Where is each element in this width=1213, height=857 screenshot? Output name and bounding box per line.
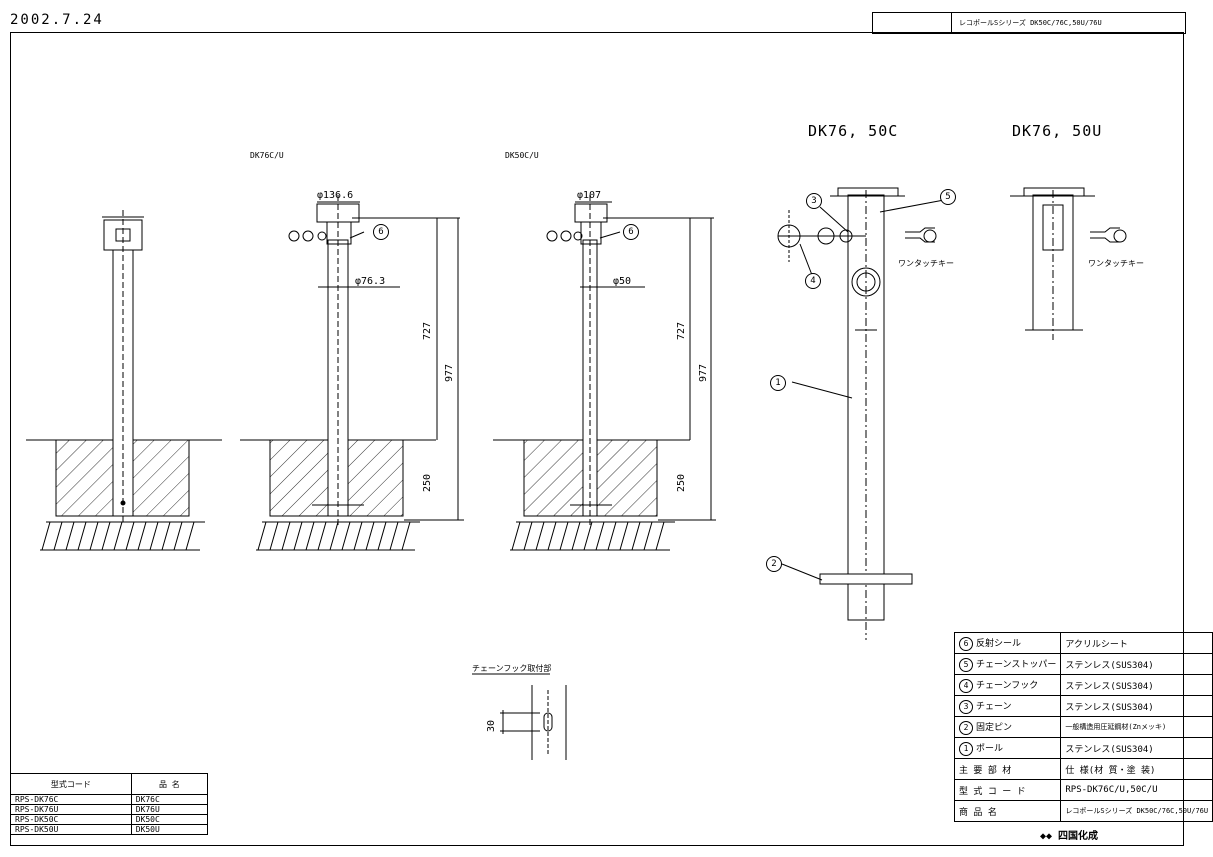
- callout-2: 2: [766, 556, 782, 572]
- spec-part: チェーン: [976, 701, 1012, 712]
- view-label-dk76: DK76C/U: [250, 151, 284, 160]
- title-block: レコポールSシリーズ DK50C/76C,50U/76U: [872, 12, 1186, 34]
- pole-view-dk76: [240, 195, 464, 551]
- name-header: 品 名: [130, 773, 209, 795]
- pole-detail-c: [777, 187, 937, 640]
- callout-4: 4: [805, 273, 821, 289]
- main-material-header: 主 要 部 材: [953, 758, 1062, 780]
- callout-5: 5: [940, 189, 956, 205]
- spec-num: 1: [959, 741, 973, 756]
- code-cell: RPS-DK50C: [10, 814, 132, 825]
- note-onetouch-key-u: ワンタッチキー: [1088, 259, 1144, 268]
- model-code-value: RPS-DK76C/U,50C/U: [1060, 779, 1213, 801]
- product-value: レコポールSシリーズ DK50C/76C,50U/76U: [1060, 800, 1213, 822]
- note-chain-hook: チェーンフック取付部: [472, 664, 552, 673]
- spec-material: ステンレス(SUS304): [1060, 695, 1213, 717]
- spec-material: 一般構造用圧延鋼材(Znメッキ): [1060, 716, 1213, 738]
- dim-h977a: 977: [444, 363, 455, 382]
- spec-part: 反射シール: [976, 638, 1022, 649]
- product-row: 商 品 名レコポールSシリーズ DK50C/76C,50U/76U: [953, 800, 1213, 822]
- callout-6b: 6: [623, 224, 639, 240]
- drawing-title: レコポールSシリーズ DK50C/76C,50U/76U: [959, 19, 1102, 27]
- view-label-u: DK76, 50U: [1012, 122, 1103, 140]
- product-label: 商 品 名: [953, 800, 1062, 822]
- spec-material: ステンレス(SUS304): [1060, 674, 1213, 696]
- dim-h727a: 727: [422, 321, 433, 340]
- spec-material: アクリルシート: [1060, 632, 1213, 654]
- spec-num: 4: [959, 678, 973, 693]
- spec-header: 仕 様(材 質・塗 装): [1060, 758, 1213, 780]
- dim-h727b: 727: [676, 321, 687, 340]
- callout-3: 3: [806, 193, 822, 209]
- view-label-c: DK76, 50C: [808, 122, 899, 140]
- spec-num: 2: [959, 720, 973, 735]
- name-cell: DK50U: [130, 824, 209, 835]
- name-cell: DK50C: [130, 814, 209, 825]
- drawing-date: 2002.7.24: [10, 12, 104, 28]
- dim-d107: φ107: [577, 190, 602, 201]
- callout-6a: 6: [373, 224, 389, 240]
- spec-num: 3: [959, 699, 973, 714]
- drawing-frame: [10, 32, 1184, 846]
- chain-hook-detail: [472, 673, 567, 760]
- spec-material: ステンレス(SUS304): [1060, 737, 1213, 759]
- spec-part: ポール: [976, 743, 1004, 754]
- spec-part: チェーンストッパー: [976, 659, 1057, 670]
- note-onetouch-key-c: ワンタッチキー: [898, 259, 954, 268]
- leader-lines: [349, 199, 945, 581]
- code-cell: RPS-DK76U: [10, 804, 132, 815]
- spec-header-row: 主 要 部 材仕 様(材 質・塗 装): [953, 758, 1213, 780]
- spec-num: 6: [959, 636, 973, 651]
- code-cell: RPS-DK76C: [10, 794, 132, 805]
- dim-d50: φ50: [613, 276, 632, 287]
- code-header-row: 型式コード品 名: [10, 773, 209, 795]
- dim-d1366: φ136.6: [317, 190, 354, 201]
- pole-view-plain: [26, 210, 222, 551]
- callout-1: 1: [770, 375, 786, 391]
- dim-h30: 30: [486, 719, 497, 732]
- dim-d763: φ76.3: [355, 276, 386, 287]
- code-header: 型式コード: [10, 773, 132, 795]
- name-cell: DK76U: [130, 804, 209, 815]
- spec-num: 5: [959, 657, 973, 672]
- dim-h250b: 250: [676, 473, 687, 492]
- dim-h977b: 977: [698, 363, 709, 382]
- spec-material: ステンレス(SUS304): [1060, 653, 1213, 675]
- spec-part: チェーンフック: [976, 680, 1039, 691]
- dim-h250a: 250: [422, 473, 433, 492]
- maker-logo: ◆◆ 四国化成: [1040, 831, 1099, 842]
- pole-view-dk50: [493, 195, 716, 551]
- name-cell: DK76C: [130, 794, 209, 805]
- spec-part: 固定ピン: [976, 722, 1013, 733]
- model-code-label: 型 式 コ ー ド: [953, 779, 1062, 801]
- code-cell: RPS-DK50U: [10, 824, 132, 835]
- pole-detail-u: [1010, 187, 1127, 340]
- view-label-dk50: DK50C/U: [505, 151, 539, 160]
